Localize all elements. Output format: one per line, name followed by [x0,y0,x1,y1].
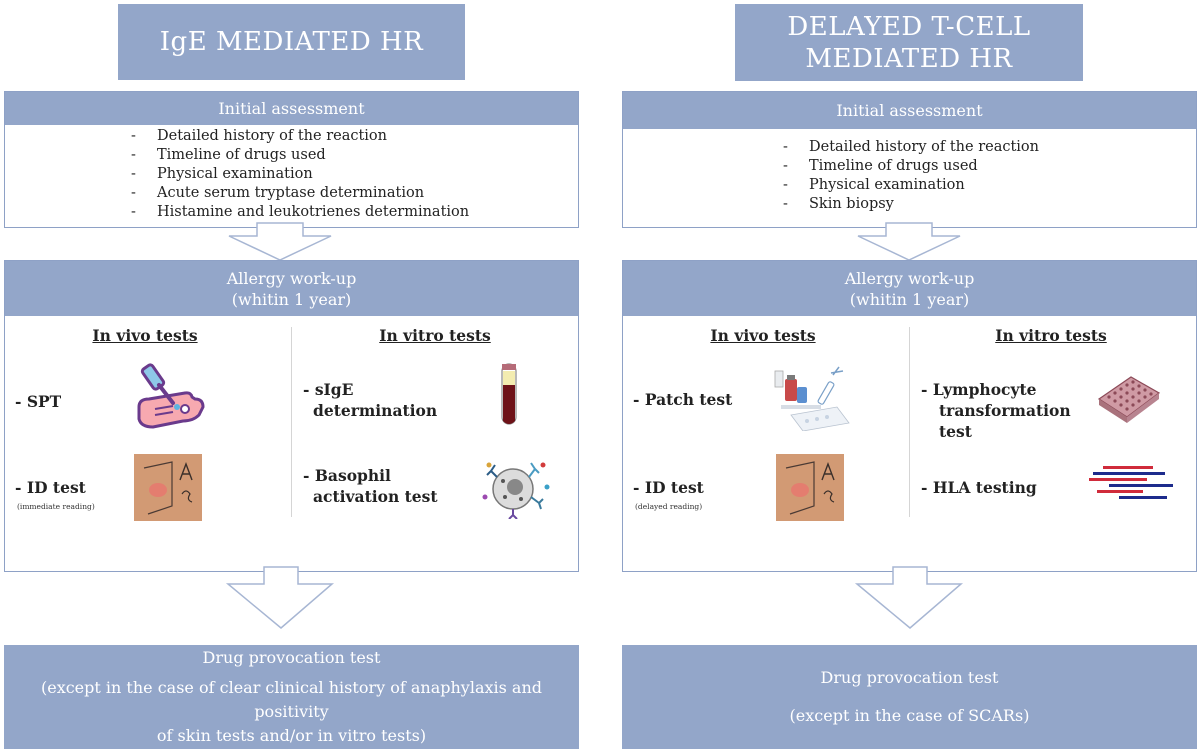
left-sige-label: - sIgE determination [303,379,437,421]
left-title: IgE MEDIATED HR [118,4,465,80]
left-invitro-header: In vitro tests [379,326,491,345]
list-item: Timeline of drugs used [131,146,571,165]
right-initial-header: Initial assessment [623,92,1196,129]
right-initial-header-text: Initial assessment [836,101,983,120]
left-title-text: IgE MEDIATED HR [159,27,424,57]
hla-bands-icon [1089,466,1173,499]
right-ltt-line3: test [939,422,972,441]
left-workup-panel: Allergy work-up (whitin 1 year) In vivo … [4,260,579,572]
left-spt-label: - SPT [15,392,62,411]
left-initial-header: Initial assessment [5,92,578,125]
right-ltt-label: - Lymphocyte transformation test [921,379,1071,442]
right-initial-panel: Initial assessment Detailed history of t… [622,91,1197,228]
left-dpt-box: Drug provocation test (except in the cas… [4,645,579,749]
left-baso-label: - Basophil activation test [303,465,438,507]
right-arrow-1 [857,222,961,261]
right-arrow-2 [854,566,964,629]
right-id-label: - ID test [633,478,704,497]
basophil-cell-icon [482,462,550,519]
left-initial-list: Detailed history of the reaction Timelin… [131,127,571,222]
left-baso-line2: activation test [313,487,438,506]
right-dpt-note: (except in the case of SCARs) [789,706,1030,725]
list-item: Physical examination [131,165,571,184]
left-invivo-header: In vivo tests [92,326,198,345]
left-dpt-note-line2: of skin tests and/or in vitro tests) [156,726,427,745]
right-ltt-line2: transformation [939,401,1071,420]
right-dpt-title: Drug provocation test [820,668,999,687]
list-item: Detailed history of the reaction [783,138,1183,157]
left-id-note: (immediate reading) [17,502,95,511]
list-item: Skin biopsy [783,195,1183,214]
dropper-hand-icon [137,363,205,429]
well-plate-icon [1097,376,1161,423]
left-id-label: - ID test [15,478,86,497]
left-initial-header-text: Initial assessment [218,99,365,118]
left-sige-line1: - sIgE [303,380,354,399]
right-ltt-line1: - Lymphocyte [921,380,1037,399]
right-divider [909,327,910,517]
skin-test-photo-icon [776,454,844,521]
right-id-note: (delayed reading) [635,502,703,511]
right-workup-line1: Allergy work-up [844,268,975,288]
left-baso-line1: - Basophil [303,466,391,485]
right-title-line1: DELAYED T-CELL [787,11,1031,42]
left-arrow-1 [228,222,332,261]
right-workup-panel: Allergy work-up (whitin 1 year) In vivo … [622,260,1197,572]
right-dpt-box: Drug provocation test (except in the cas… [622,645,1197,749]
right-invivo-header: In vivo tests [710,326,816,345]
left-workup-line1: Allergy work-up [226,268,357,288]
list-item: Detailed history of the reaction [131,127,571,146]
left-arrow-2 [225,566,335,629]
left-dpt-title: Drug provocation test [202,648,381,667]
right-workup-header: Allergy work-up (whitin 1 year) [623,261,1196,316]
right-title: DELAYED T-CELL MEDIATED HR [735,4,1083,81]
left-initial-panel: Initial assessment Detailed history of t… [4,91,579,228]
right-title-line2: MEDIATED HR [805,43,1013,74]
right-hla-label: - HLA testing [921,478,1037,497]
left-workup-line2: (whitin 1 year) [231,289,352,309]
skin-test-photo-icon [134,454,202,521]
patch-test-kit-icon [774,366,850,431]
left-dpt-note-line1: (except in the case of clear clinical hi… [40,678,543,721]
list-item: Acute serum tryptase determination [131,184,571,203]
left-workup-header: Allergy work-up (whitin 1 year) [5,261,578,316]
list-item: Histamine and leukotrienes determination [131,203,571,222]
left-divider [291,327,292,517]
right-workup-line2: (whitin 1 year) [849,289,970,309]
right-invitro-header: In vitro tests [995,326,1107,345]
list-item: Timeline of drugs used [783,157,1183,176]
right-patch-label: - Patch test [633,390,733,409]
list-item: Physical examination [783,176,1183,195]
blood-tube-icon [501,363,517,425]
right-initial-list: Detailed history of the reaction Timelin… [783,138,1183,214]
left-sige-line2: determination [313,401,438,420]
